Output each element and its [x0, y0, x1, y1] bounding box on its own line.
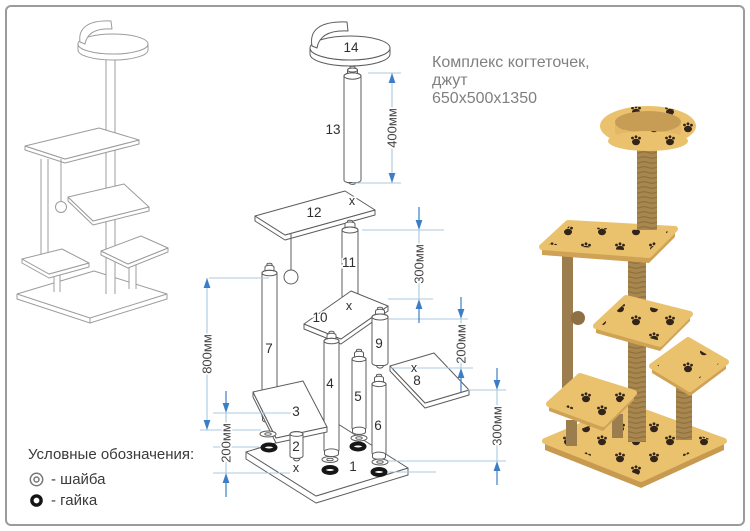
label-part-14: 14	[343, 40, 359, 55]
label-part-8: 8	[413, 373, 421, 388]
assembled-base	[16, 270, 168, 324]
legend-washer-label: - шайба	[51, 471, 106, 488]
part-14-bed	[309, 21, 391, 67]
product-title-line1: Комплекс когтеточек,	[432, 54, 590, 71]
label-part-7: 7	[265, 341, 273, 356]
label-part-11: 11	[342, 255, 356, 270]
label-part-5: 5	[354, 389, 362, 404]
exploded-toy-ball	[283, 233, 299, 285]
assembled-bed	[77, 20, 149, 61]
label-part-1: 1	[349, 459, 357, 474]
dim-200mm-right: 200мм	[454, 324, 469, 364]
legend: Условные обозначения: - шайба - гайка	[28, 446, 228, 511]
dim-800mm: 800мм	[200, 334, 215, 374]
mark-x-part2: x	[293, 461, 300, 475]
mark-x-part11: x	[346, 299, 353, 313]
part-6-post	[371, 373, 387, 460]
part-9-post	[371, 306, 389, 369]
assembled-shelf-top	[24, 127, 140, 164]
exploded-diagram: 400мм 300мм 200мм 300мм 800мм 200мм 14 1…	[198, 21, 506, 504]
mark-x-part12: x	[349, 194, 356, 208]
assembled-posts	[40, 54, 137, 294]
label-part-4: 4	[326, 376, 334, 391]
part-3-platform	[252, 380, 328, 444]
label-part-6: 6	[374, 418, 382, 433]
assembled-shelf-middle	[67, 183, 150, 226]
photo-platform-small	[546, 373, 637, 431]
assembled-platform-left	[21, 248, 90, 279]
dim-300mm-right: 300мм	[490, 406, 505, 446]
legend-heading: Условные обозначения:	[28, 446, 195, 463]
label-part-13: 13	[325, 122, 340, 137]
part-4-post	[323, 330, 340, 458]
dimension-lines	[200, 72, 506, 474]
label-part-12: 12	[306, 205, 321, 220]
photo-toy-ball	[571, 311, 585, 325]
nut-symbols	[260, 441, 388, 477]
page-frame	[5, 5, 745, 526]
dim-200mm-left: 200мм	[219, 423, 234, 463]
part-2-post	[289, 431, 304, 462]
part-13-post	[343, 65, 362, 185]
product-title: Комплекс когтеточек, джут 650x500x1350	[432, 54, 662, 108]
label-part-10: 10	[312, 310, 327, 325]
assembled-view-drawing	[16, 20, 169, 324]
label-part-2: 2	[292, 439, 300, 454]
washer-symbols	[259, 430, 389, 466]
assembled-platform-right	[100, 235, 169, 269]
part-5-post	[351, 348, 367, 435]
product-photo	[539, 106, 729, 488]
photo-platform-mid	[593, 295, 693, 351]
photo-top-post	[637, 148, 657, 230]
assembled-toy-ball	[55, 159, 67, 213]
part-12-platform	[254, 190, 376, 241]
nut-icon	[30, 494, 43, 507]
washer-icon	[29, 472, 44, 487]
photo-bed	[600, 106, 696, 151]
label-part-9: 9	[375, 336, 383, 351]
dim-300mm-top: 300мм	[412, 244, 427, 284]
photo-platform-right	[649, 337, 729, 396]
legend-item-washer: - шайба	[28, 469, 228, 490]
dim-400mm: 400мм	[385, 108, 400, 148]
product-title-line3: 650x500x1350	[432, 90, 537, 107]
dimension-arrow-shafts	[225, 207, 498, 497]
legend-nut-label: - гайка	[51, 492, 98, 509]
product-title-line2: джут	[432, 72, 468, 89]
photo-platform-top	[539, 220, 678, 263]
legend-item-nut: - гайка	[28, 490, 228, 511]
mark-x-part8: x	[411, 361, 418, 375]
label-part-3: 3	[292, 404, 300, 419]
